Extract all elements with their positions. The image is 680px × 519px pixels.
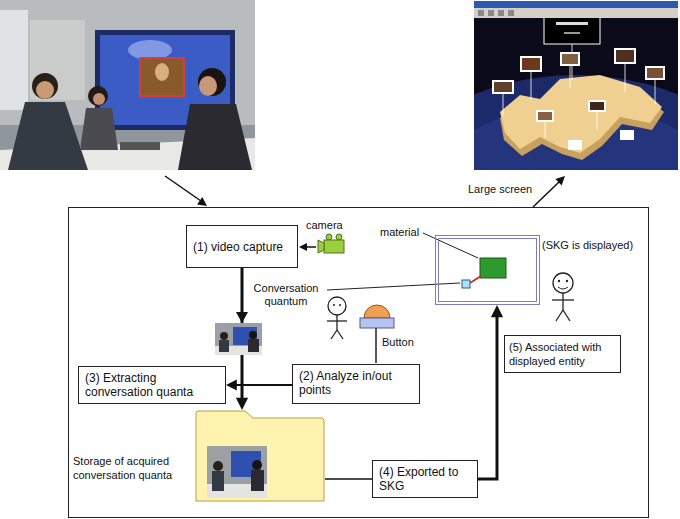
connector [478, 305, 503, 479]
process-box: (2) Analyze in/out points [292, 364, 420, 404]
process-box: (5) Associated with displayed entity [504, 335, 621, 373]
label-text: Button [382, 336, 414, 349]
meeting-photo [0, 0, 255, 170]
stored-frame [213, 461, 223, 471]
stored-frame [212, 471, 224, 491]
node-text: Storage of acquired conversation quanta [73, 454, 185, 482]
connector [226, 380, 292, 391]
stored-frame [207, 446, 267, 498]
label-text: material [380, 226, 419, 239]
node-text: (3) Extracting conversation quanta [85, 371, 219, 399]
camera-icon [318, 234, 344, 253]
process-box: (1) video capture [186, 225, 298, 268]
connector-line [235, 384, 292, 386]
node-text: (1) video capture [193, 240, 291, 254]
label-text: Conversation quantum [248, 282, 324, 308]
connector-line [325, 478, 372, 480]
arrow-head [226, 380, 237, 391]
person-icon [552, 273, 574, 321]
storage-folder: Storage of acquired conversation quanta [195, 410, 325, 502]
stored-frame [251, 470, 264, 491]
system-frame [69, 208, 649, 518]
node-text: (5) Associated with displayed entity [509, 340, 616, 368]
display-frame: (SKG is displayed) [435, 235, 540, 305]
node-text: (SKG is displayed) [542, 239, 633, 252]
folder-shape [195, 410, 325, 502]
connector-line [478, 315, 497, 479]
node-text: (4) Exported to SKG [379, 465, 471, 493]
label-text: Large screen [468, 183, 532, 196]
arrow-head [236, 398, 248, 410]
process-box: (4) Exported to SKG [372, 460, 478, 498]
label-text: camera [306, 219, 343, 232]
arrow-head [491, 305, 503, 317]
captured-frame [215, 323, 262, 355]
skg-screenshot [474, 1, 678, 170]
person-icon [327, 297, 347, 339]
folder-outline [196, 411, 324, 501]
node-text: (2) Analyze in/out points [299, 369, 413, 397]
stored-frame [252, 460, 262, 470]
connector [325, 479, 372, 480]
process-box: (3) Extracting conversation quanta [78, 366, 226, 404]
